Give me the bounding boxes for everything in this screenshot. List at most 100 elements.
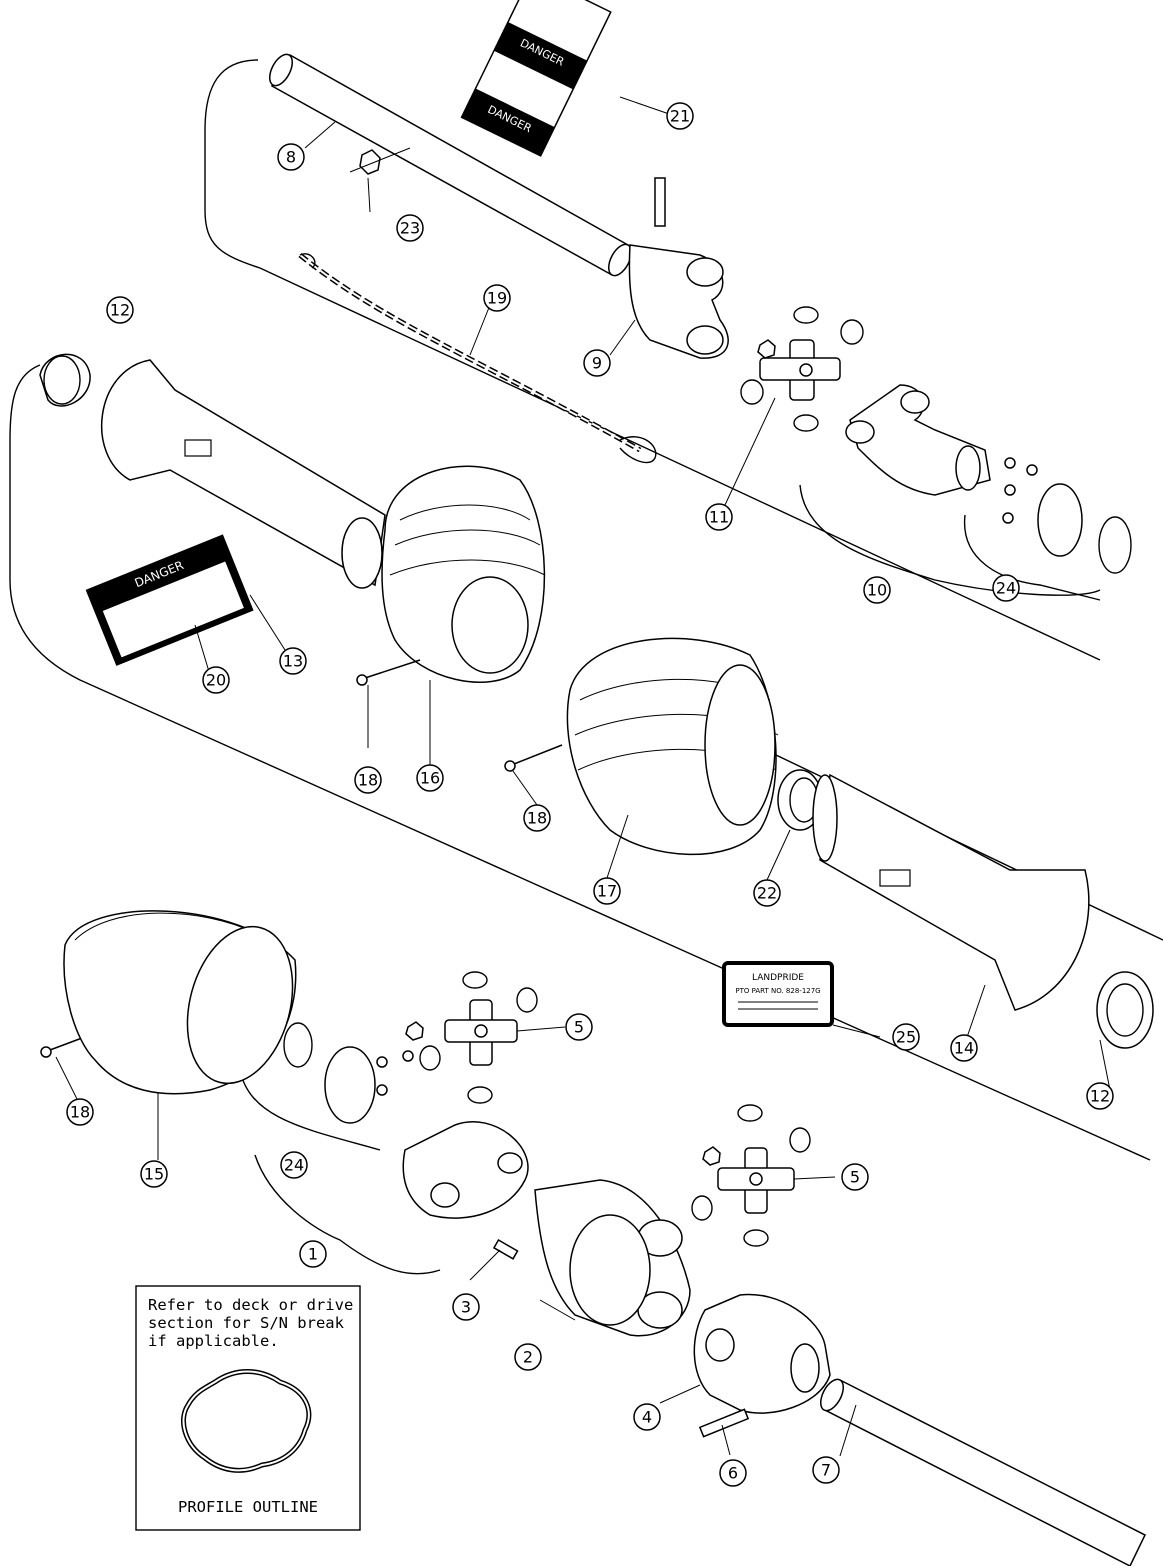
callout-15: 15	[140, 1160, 168, 1188]
svg-text:11: 11	[709, 508, 729, 527]
hex-nut-23	[349, 147, 411, 175]
profile-note-box: Refer to deck or drive section for S/N b…	[135, 1285, 361, 1531]
danger-decal-20: DANGER	[85, 534, 254, 666]
svg-text:5: 5	[574, 1018, 584, 1037]
roll-pin-top	[654, 177, 666, 227]
callout-6: 6	[719, 1459, 747, 1487]
bearing-ring-22	[777, 769, 823, 831]
callout-25: 25	[892, 1023, 920, 1051]
callout-23: 23	[396, 214, 424, 242]
callout-22: 22	[753, 879, 781, 907]
callout-2: 2	[514, 1343, 542, 1371]
callout-20: 20	[202, 666, 230, 694]
decal-part-number: PTO PART NO. 828-127G	[735, 987, 820, 995]
yoke-4	[693, 1293, 831, 1414]
svg-text:24: 24	[996, 579, 1016, 598]
callout-21: 21	[666, 102, 694, 130]
svg-text:6: 6	[728, 1464, 738, 1483]
callout-9: 9	[583, 349, 611, 377]
decal-brand: LANDPRIDE	[752, 973, 804, 983]
bearing-24-lower	[283, 1022, 414, 1124]
callout-12: 12	[1086, 1082, 1114, 1110]
danger-decal-21: DANGER DANGER	[460, 0, 612, 157]
svg-text:12: 12	[110, 301, 130, 320]
grease-fitting-3	[492, 1239, 519, 1260]
note-line-3: if applicable.	[148, 1332, 279, 1350]
guard-tube-14	[812, 773, 1090, 1011]
callout-4: 4	[633, 1403, 661, 1431]
svg-text:25: 25	[896, 1028, 916, 1047]
svg-text:20: 20	[206, 671, 226, 690]
svg-text:3: 3	[461, 1298, 471, 1317]
callout-24: 24	[280, 1151, 308, 1179]
callouts: 8 23 21 19 9 12 11 10 24 13 20 18 16 18 …	[66, 102, 1114, 1487]
guard-tube-inner-13	[100, 359, 386, 589]
svg-text:12: 12	[1090, 1087, 1110, 1106]
callout-3: 3	[452, 1293, 480, 1321]
yoke-9	[628, 244, 729, 359]
svg-text:13: 13	[283, 652, 303, 671]
svg-text:18: 18	[527, 809, 547, 828]
svg-text:10: 10	[867, 581, 887, 600]
callout-18: 18	[354, 766, 382, 794]
screw-18-b	[504, 744, 563, 772]
yoke-10	[845, 384, 991, 496]
safety-chain-19	[298, 253, 657, 464]
svg-text:9: 9	[592, 354, 602, 373]
callout-5: 5	[565, 1013, 593, 1041]
roll-pin-6	[698, 1408, 750, 1438]
callout-16: 16	[416, 764, 444, 792]
guard-tube-outer	[268, 53, 633, 277]
svg-text:4: 4	[642, 1408, 652, 1427]
guard-bearing-12-left	[39, 353, 91, 407]
svg-text:15: 15	[144, 1165, 164, 1184]
svg-text:16: 16	[420, 769, 440, 788]
svg-text:5: 5	[850, 1168, 860, 1187]
shield-boot-17	[566, 637, 779, 856]
svg-text:2: 2	[523, 1348, 533, 1367]
cross-and-bearing-5-lower	[691, 1104, 811, 1247]
note-line-2: section for S/N break	[148, 1314, 345, 1332]
svg-text:19: 19	[487, 289, 507, 308]
yoke-2	[534, 1179, 691, 1337]
leader-lines	[55, 96, 1111, 1457]
callout-17: 17	[593, 877, 621, 905]
cross-and-bearing-11	[740, 306, 864, 432]
callout-5: 5	[841, 1163, 869, 1191]
callout-19: 19	[483, 284, 511, 312]
svg-text:22: 22	[757, 884, 777, 903]
svg-text:1: 1	[308, 1245, 318, 1264]
svg-text:7: 7	[821, 1461, 831, 1480]
callout-18: 18	[523, 804, 551, 832]
svg-text:23: 23	[400, 219, 420, 238]
callout-24: 24	[992, 574, 1020, 602]
screw-18-a	[356, 659, 421, 686]
svg-text:24: 24	[284, 1156, 304, 1175]
svg-text:18: 18	[358, 771, 378, 790]
note-line-1: Refer to deck or drive	[148, 1296, 353, 1314]
shield-boot-16	[381, 465, 546, 683]
callout-12: 12	[106, 296, 134, 324]
bearing-balls-24	[1002, 457, 1132, 574]
callout-18: 18	[66, 1098, 94, 1126]
callout-1: 1	[299, 1240, 327, 1268]
svg-text:18: 18	[70, 1103, 90, 1122]
callout-14: 14	[950, 1034, 978, 1062]
svg-text:8: 8	[286, 148, 296, 167]
callout-11: 11	[705, 503, 733, 531]
svg-text:17: 17	[597, 882, 617, 901]
callout-8: 8	[277, 143, 305, 171]
svg-text:21: 21	[670, 107, 690, 126]
guard-bearing-12-right	[1096, 971, 1154, 1049]
decal-25-landpride: LANDPRIDE PTO PART NO. 828-127G	[722, 961, 834, 1027]
callout-10: 10	[863, 576, 891, 604]
svg-text:14: 14	[954, 1039, 974, 1058]
callout-13: 13	[279, 647, 307, 675]
callout-7: 7	[812, 1456, 840, 1484]
driveline-tube-7	[819, 1378, 1146, 1566]
yoke-assembly-1	[402, 1121, 529, 1219]
profile-outline-caption: PROFILE OUTLINE	[178, 1498, 318, 1516]
cross-and-bearing-5-upper	[405, 971, 538, 1104]
shield-boot-15	[63, 910, 297, 1095]
